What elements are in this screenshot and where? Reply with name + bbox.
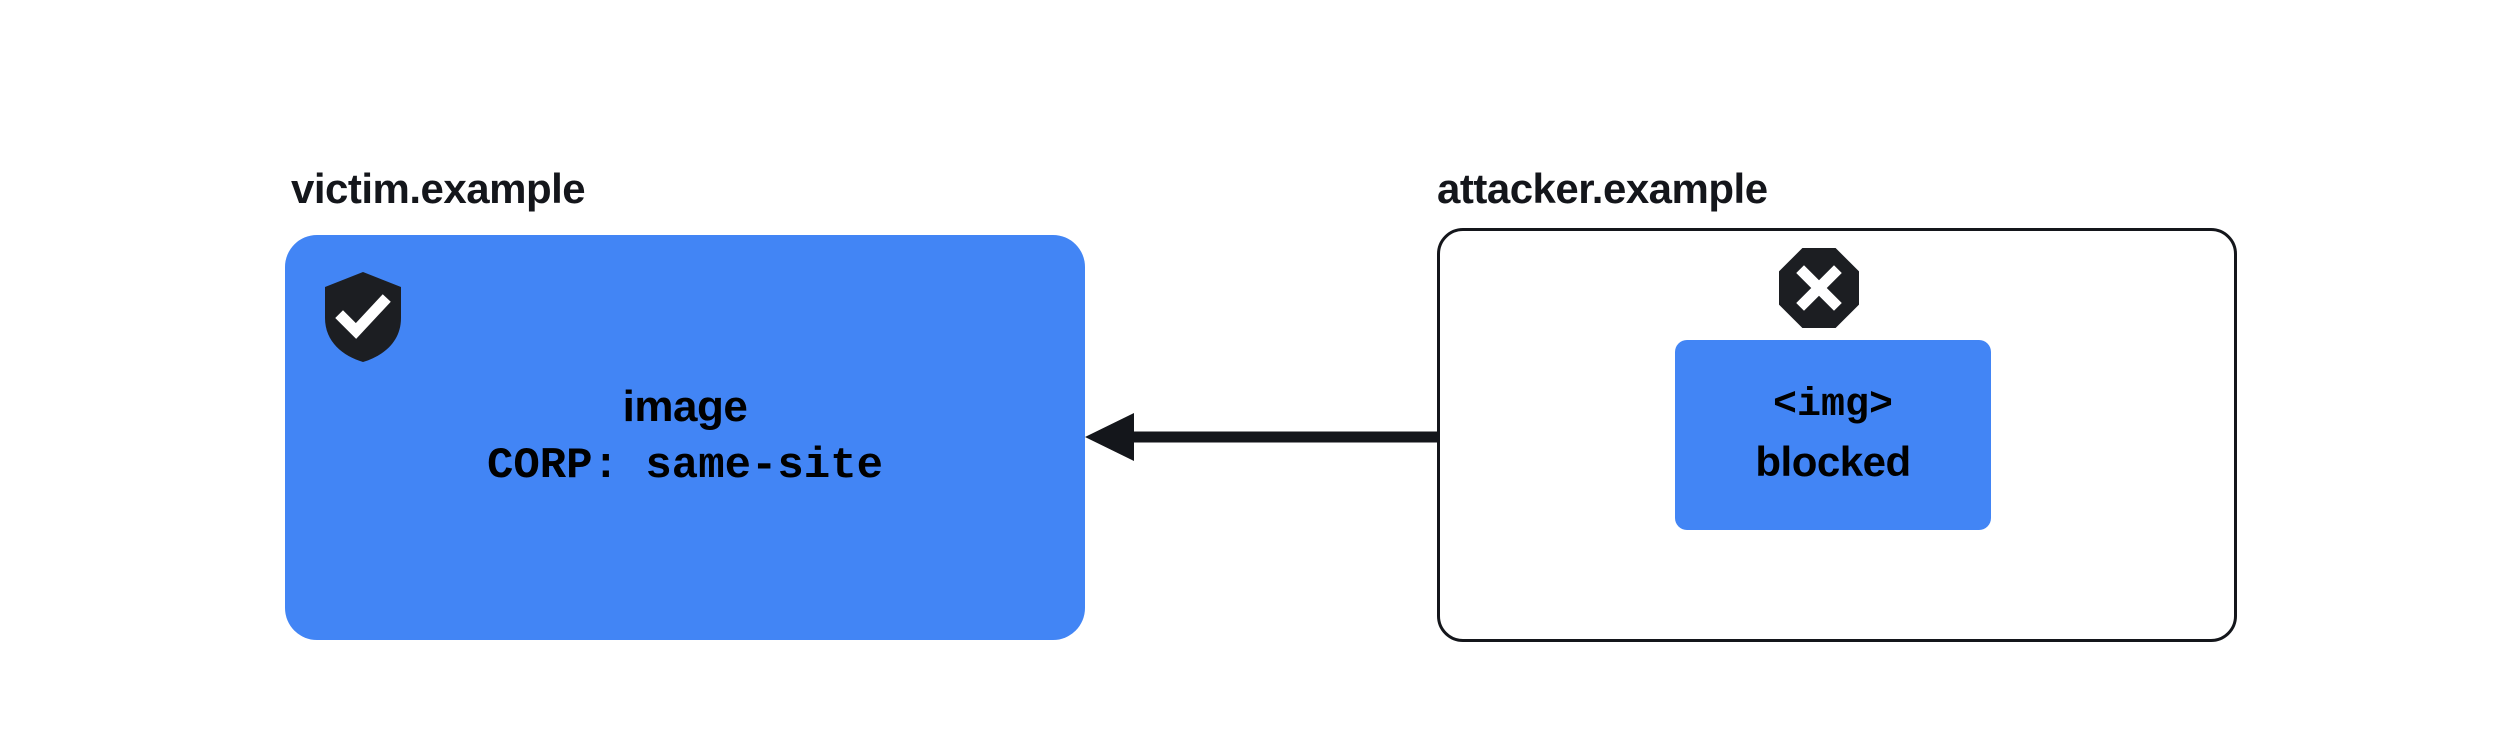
attacker-origin-label: attacker.example bbox=[1437, 165, 1768, 212]
victim-resource-text: image CORP: same-site bbox=[285, 378, 1085, 496]
victim-resource-header: CORP: same-site bbox=[486, 441, 884, 491]
attacker-element-status: blocked bbox=[1755, 438, 1911, 485]
victim-origin-label: victim.example bbox=[291, 165, 586, 212]
victim-resource-name: image bbox=[622, 382, 748, 431]
shield-check-icon bbox=[325, 272, 401, 362]
victim-resource-box bbox=[285, 235, 1085, 640]
attacker-img-element-box bbox=[1675, 340, 1991, 530]
attacker-element-tag: <img> bbox=[1772, 383, 1894, 428]
attacker-img-element-text: <img> blocked bbox=[1675, 378, 1991, 490]
octagon-x-icon bbox=[1779, 248, 1859, 328]
